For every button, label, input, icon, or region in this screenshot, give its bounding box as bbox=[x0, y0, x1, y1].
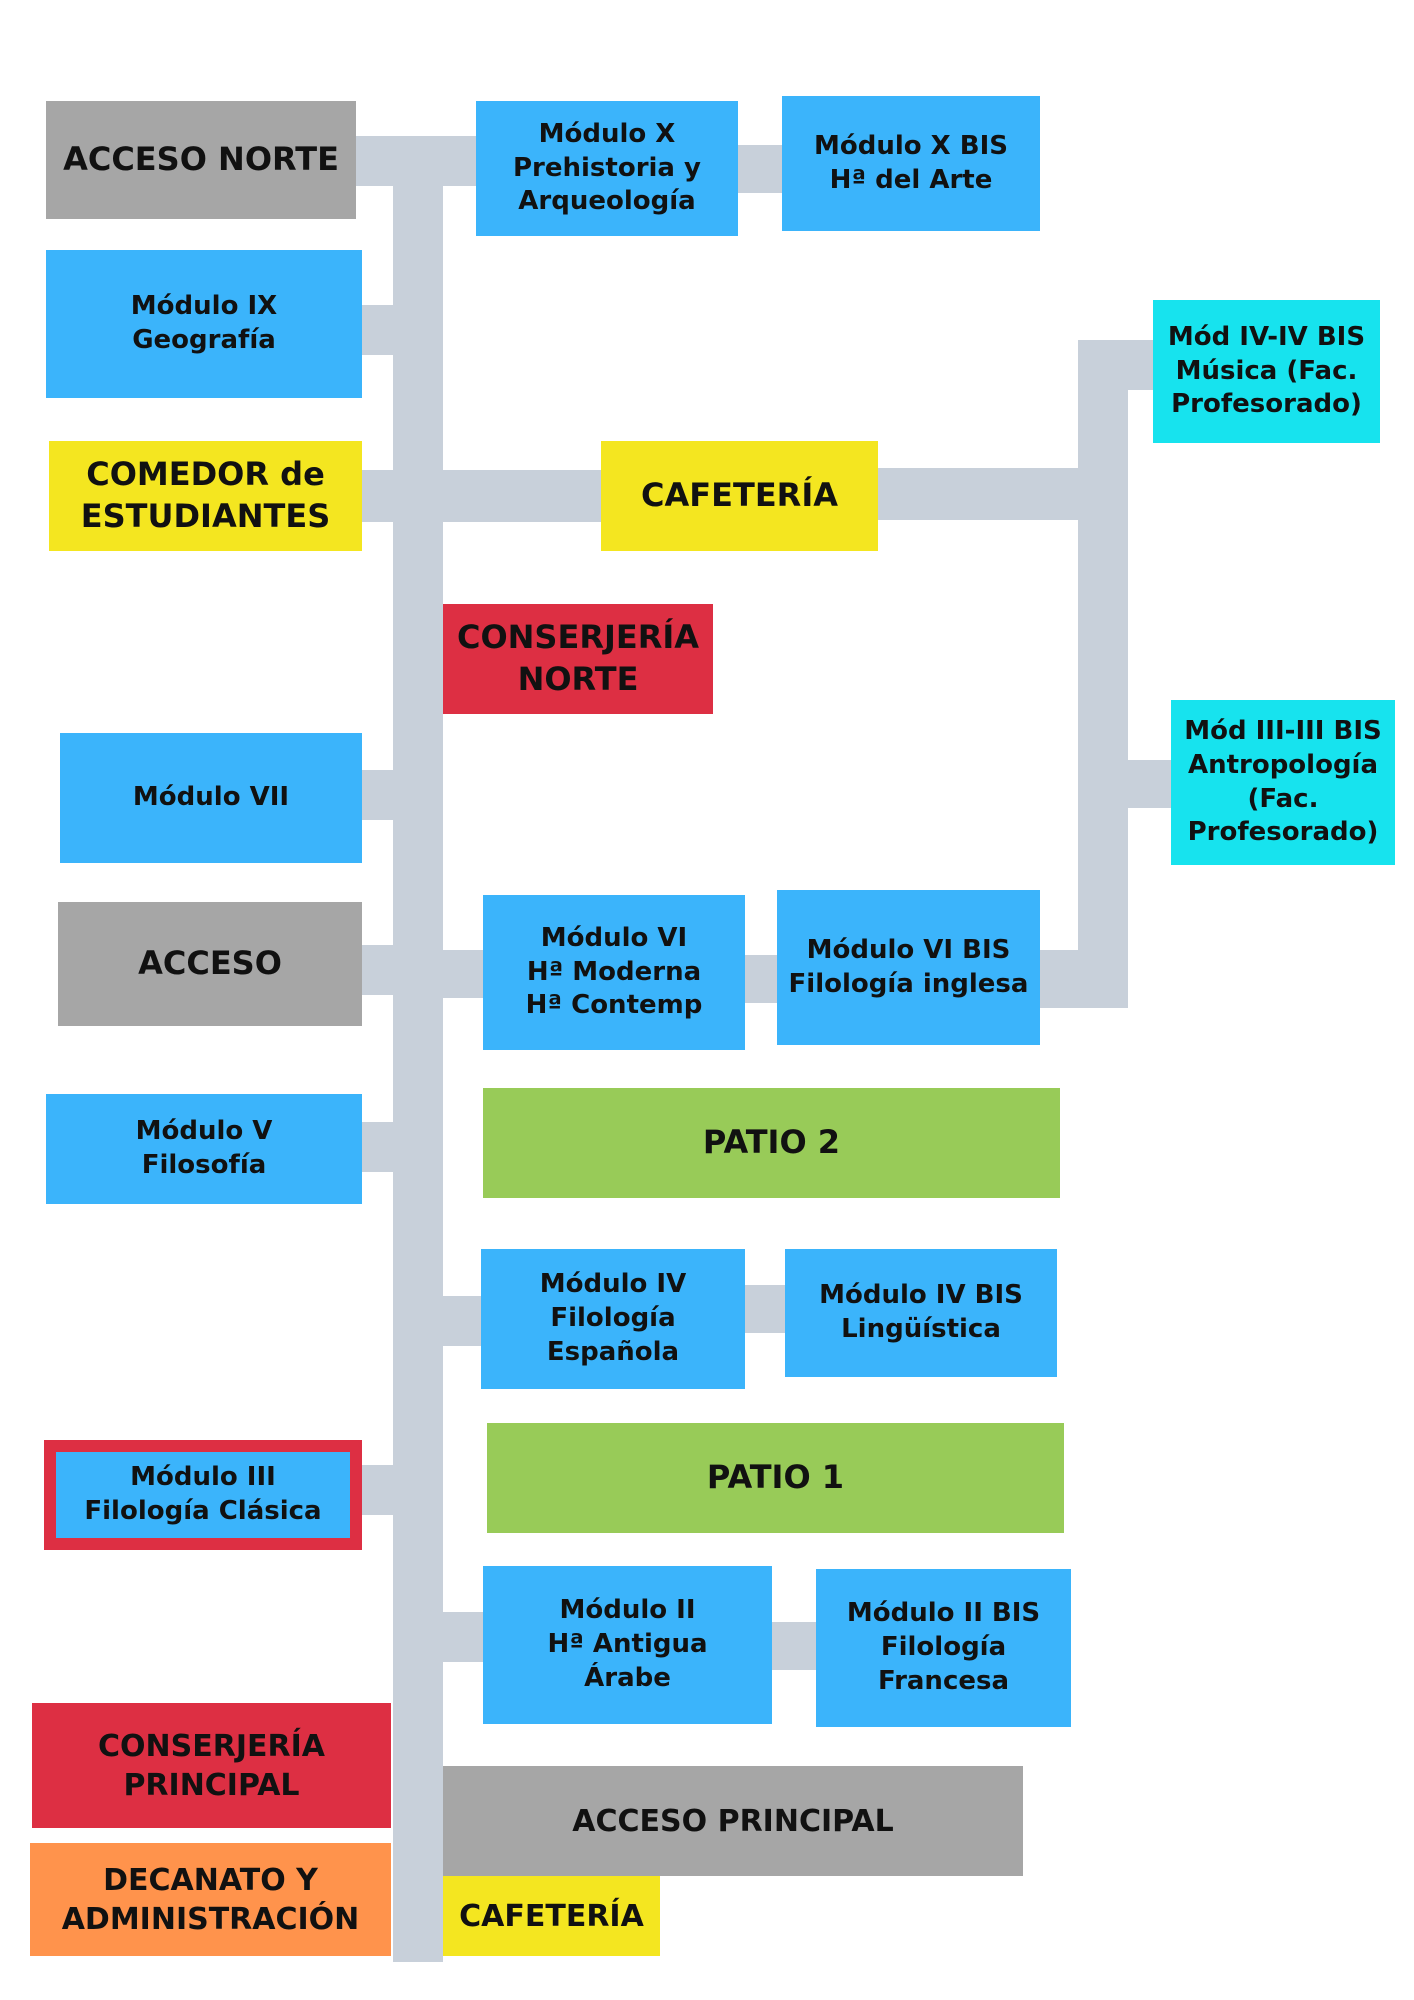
conserjeria-principal: CONSERJERÍA PRINCIPAL bbox=[32, 1703, 391, 1828]
modulo-ii-bis: Módulo II BIS Filología Francesa bbox=[816, 1569, 1071, 1727]
mod-iii-iii-bis: Mód III-III BIS Antropología (Fac. Profe… bbox=[1171, 700, 1395, 865]
acceso-principal: ACCESO PRINCIPAL bbox=[443, 1766, 1023, 1876]
corridor-modulo-iv bbox=[443, 1296, 483, 1346]
patio-2-label: PATIO 2 bbox=[702, 1123, 841, 1162]
modulo-vii-label: Módulo VII bbox=[132, 782, 290, 813]
modulo-x: Módulo X Prehistoria y Arqueología bbox=[476, 101, 738, 236]
patio-1: PATIO 1 bbox=[487, 1423, 1064, 1533]
cafeteria-principal-label: CAFETERÍA bbox=[459, 1898, 644, 1934]
acceso: ACCESO bbox=[58, 902, 362, 1026]
corridor-modulo-ii-bis bbox=[772, 1622, 816, 1670]
modulo-ii: Módulo II Hª Antigua Árabe bbox=[483, 1566, 772, 1724]
modulo-x-bis: Módulo X BIS Hª del Arte bbox=[782, 96, 1040, 231]
cafeteria-principal: CAFETERÍA bbox=[443, 1876, 660, 1956]
corridor-mod-iii-iii-bis bbox=[1128, 760, 1171, 808]
modulo-iv-bis: Módulo IV BIS Lingüística bbox=[785, 1249, 1057, 1377]
corridor-modulo-ix bbox=[362, 305, 394, 355]
acceso-label: ACCESO bbox=[138, 944, 282, 983]
corridor-modulo-iii bbox=[362, 1465, 394, 1515]
conserjeria-principal-label: CONSERJERÍA PRINCIPAL bbox=[98, 1728, 325, 1803]
cafeteria-norte: CAFETERÍA bbox=[601, 441, 878, 551]
cafeteria-norte-label: CAFETERÍA bbox=[641, 476, 838, 515]
main-corridor bbox=[393, 136, 443, 1962]
mod-iv-iv-bis: Mód IV-IV BIS Música (Fac. Profesorado) bbox=[1153, 300, 1380, 443]
modulo-iii: Módulo III Filología Clásica bbox=[44, 1440, 362, 1550]
modulo-iv: Módulo IV Filología Española bbox=[481, 1249, 745, 1389]
corridor-acceso bbox=[362, 945, 394, 995]
modulo-iv-bis-label: Módulo IV BIS Lingüística bbox=[819, 1280, 1023, 1344]
acceso-norte: ACCESO NORTE bbox=[46, 101, 356, 219]
corridor-east-vertical bbox=[1078, 340, 1128, 1008]
modulo-x-label: Módulo X Prehistoria y Arqueología bbox=[513, 118, 701, 217]
patio-1-label: PATIO 1 bbox=[706, 1458, 845, 1497]
conserjeria-norte-label: CONSERJERÍA NORTE bbox=[456, 618, 700, 698]
acceso-norte-label: ACCESO NORTE bbox=[63, 140, 339, 179]
modulo-v-label: Módulo V Filosofía bbox=[135, 1116, 273, 1180]
modulo-vi-bis: Módulo VI BIS Filología inglesa bbox=[777, 890, 1040, 1045]
modulo-vii: Módulo VII bbox=[60, 733, 362, 863]
modulo-x-bis-label: Módulo X BIS Hª del Arte bbox=[814, 130, 1008, 195]
corridor-modulo-ii bbox=[443, 1612, 483, 1662]
corridor-mod-iv-iv-bis bbox=[1078, 340, 1153, 390]
corridor-acceso-norte bbox=[356, 136, 476, 186]
mod-iii-iii-bis-label: Mód III-III BIS Antropología (Fac. Profe… bbox=[1184, 715, 1382, 848]
corridor-modulo-vii bbox=[362, 770, 394, 820]
modulo-ix-label: Módulo IX Geografía bbox=[130, 291, 278, 355]
modulo-vi-label: Módulo VI Hª Moderna Hª Contemp bbox=[525, 922, 703, 1021]
conserjeria-norte: CONSERJERÍA NORTE bbox=[443, 604, 713, 714]
corridor-modulo-vi bbox=[443, 950, 483, 998]
modulo-ix: Módulo IX Geografía bbox=[46, 250, 362, 398]
modulo-ii-bis-label: Módulo II BIS Filología Francesa bbox=[846, 1598, 1041, 1696]
corridor-east-branch bbox=[878, 468, 1078, 520]
patio-2: PATIO 2 bbox=[483, 1088, 1060, 1198]
modulo-vi-bis-label: Módulo VI BIS Filología inglesa bbox=[788, 934, 1029, 999]
comedor-estudiantes: COMEDOR de ESTUDIANTES bbox=[49, 441, 362, 551]
acceso-principal-label: ACCESO PRINCIPAL bbox=[572, 1803, 894, 1839]
modulo-iii-inner: Módulo III Filología Clásica bbox=[56, 1452, 350, 1538]
modulo-iv-label: Módulo IV Filología Española bbox=[539, 1269, 687, 1367]
decanato-administracion-label: DECANATO Y ADMINISTRACIÓN bbox=[61, 1862, 360, 1937]
decanato-administracion: DECANATO Y ADMINISTRACIÓN bbox=[30, 1843, 391, 1956]
corridor-vi-bis-east bbox=[1040, 950, 1128, 1008]
corridor-modulo-v bbox=[362, 1122, 394, 1172]
corridor-modulo-vi-bis bbox=[745, 955, 777, 1003]
corridor-cafeteria bbox=[443, 470, 601, 522]
modulo-v: Módulo V Filosofía bbox=[46, 1094, 362, 1204]
mod-iv-iv-bis-label: Mód IV-IV BIS Música (Fac. Profesorado) bbox=[1167, 321, 1366, 420]
corridor-modulo-x-bis bbox=[738, 145, 782, 193]
modulo-iii-label: Módulo III Filología Clásica bbox=[84, 1462, 322, 1526]
comedor-estudiantes-label: COMEDOR de ESTUDIANTES bbox=[80, 455, 331, 535]
modulo-ii-label: Módulo II Hª Antigua Árabe bbox=[547, 1595, 708, 1693]
corridor-modulo-iv-bis bbox=[745, 1285, 785, 1333]
modulo-vi: Módulo VI Hª Moderna Hª Contemp bbox=[483, 895, 745, 1050]
corridor-comedor bbox=[362, 470, 394, 522]
